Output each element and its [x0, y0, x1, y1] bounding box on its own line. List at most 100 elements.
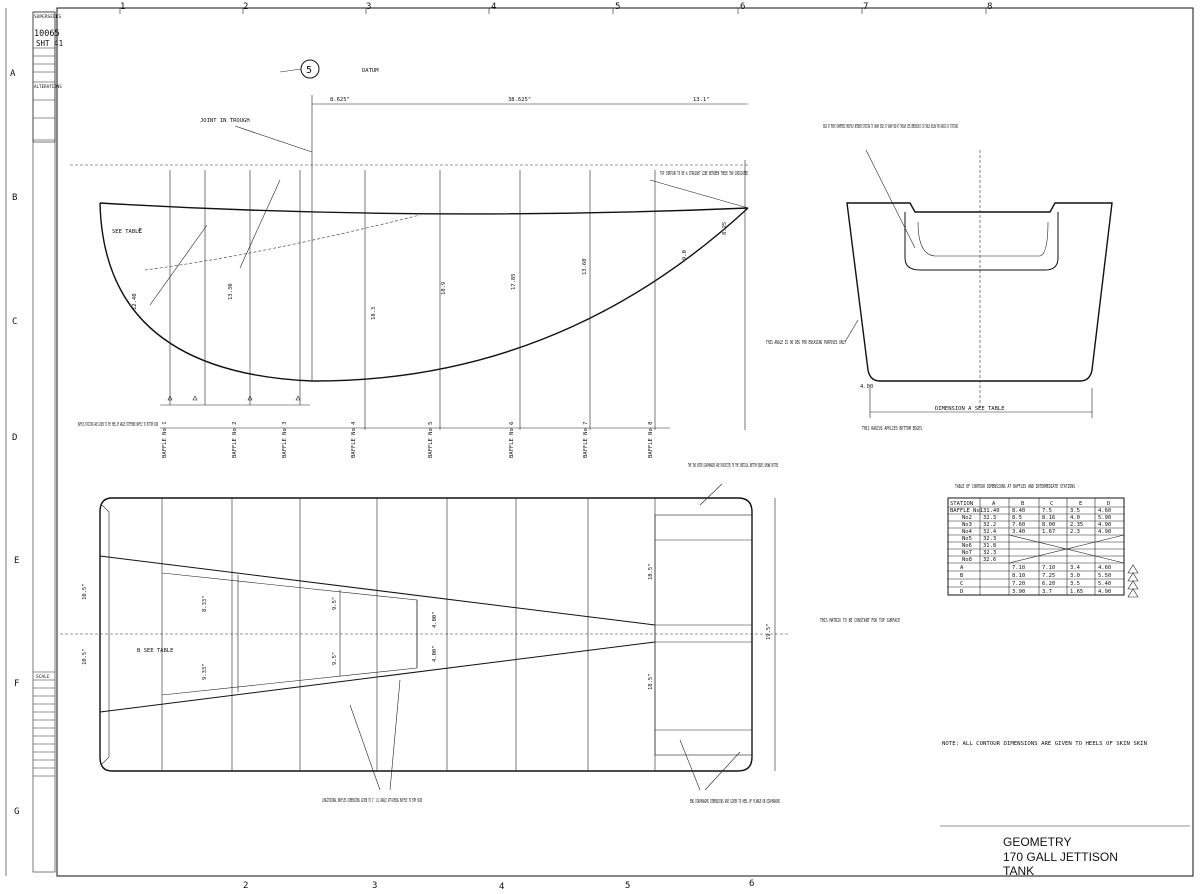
c-label: C — [138, 227, 142, 235]
svg-text:3.0: 3.0 — [1070, 573, 1080, 579]
side-view: 5 8.625" 38.625" 13.1" DATUM JOINT IN TR… — [70, 59, 750, 458]
svg-text:4.60: 4.60 — [1098, 565, 1111, 571]
title-line-3: TANK — [1003, 864, 1034, 878]
sheet-number: SHT 41 — [36, 39, 63, 48]
col-number: 2 — [243, 2, 248, 12]
svg-text:2.3: 2.3 — [1070, 529, 1080, 535]
depth-dim: 18.9 — [441, 282, 447, 295]
row-letter: G — [14, 807, 19, 817]
plan-dim: 10.5" — [82, 648, 88, 665]
svg-text:32.3: 32.3 — [983, 515, 996, 521]
plan-dim: 4.00" — [432, 645, 438, 662]
table-row: No7 32.3 — [962, 550, 996, 556]
svg-text:1.67: 1.67 — [1042, 529, 1055, 535]
plan-dim: 8.33" — [202, 595, 208, 612]
svg-text:32.2: 32.2 — [983, 522, 996, 528]
svg-text:2.35: 2.35 — [1070, 522, 1083, 528]
svg-text:D: D — [960, 589, 963, 595]
column-numbers-top: 1 2 3 4 5 6 7 8 — [120, 2, 992, 12]
table-header: A — [992, 501, 996, 507]
table-row: No6 31.8 — [962, 543, 996, 549]
svg-text:7.25: 7.25 — [1042, 573, 1055, 579]
svg-text:No5: No5 — [962, 536, 972, 542]
plan-dim: 18.5" — [648, 563, 654, 580]
row-letter: C — [12, 317, 17, 327]
section-radius: 4.00 — [860, 384, 873, 390]
svg-text:5.40: 5.40 — [1098, 581, 1111, 587]
svg-text:No4: No4 — [962, 529, 973, 535]
table-row: No2 32.3 8.5 8.16 4.0 5.90 — [962, 515, 1111, 521]
column-numbers-bottom: 2 3 4 5 6 — [243, 879, 754, 892]
svg-text:4.90: 4.90 — [1098, 529, 1111, 535]
title-line-1: GEOMETRY — [1003, 835, 1071, 849]
svg-text:C: C — [960, 581, 963, 587]
table-row: No3 32.2 7.60 8.00 2.35 4.90 — [962, 522, 1111, 528]
plan-dim: 9.33" — [202, 663, 208, 680]
depth-dim: 9.0 — [682, 250, 688, 260]
col-number: 1 — [120, 2, 125, 12]
section-outline — [846, 202, 1113, 382]
svg-text:A: A — [960, 565, 964, 571]
plan-dim: 9.5" — [332, 652, 338, 665]
col-number: 4 — [491, 2, 496, 12]
plan-dim: 19.5" — [766, 623, 772, 640]
table-header: D — [1107, 501, 1110, 507]
svg-text:No8: No8 — [962, 557, 972, 563]
contour-table-title: TABLE OF CONTOUR DIMENSIONS AT BAFFLES A… — [955, 484, 1075, 490]
svg-text:4.90: 4.90 — [1098, 589, 1111, 595]
plan-dim: 4.00" — [432, 611, 438, 628]
table-header: STATION — [950, 501, 973, 507]
col-number: 3 — [372, 881, 377, 891]
svg-text:4.90: 4.90 — [1098, 522, 1111, 528]
table-row: D 3.90 3.7 1.65 4.90 — [960, 589, 1111, 595]
baffle-label: BAFFLE No 7 — [583, 422, 589, 458]
depth-dim: 18.3 — [371, 307, 377, 320]
section-dim-a: DIMENSION A SEE TABLE — [935, 406, 1005, 412]
station-callout-number: 5 — [306, 65, 312, 76]
svg-text:32.3: 32.3 — [983, 536, 996, 542]
revision-block: SUPERSEDES 10065 SHT 41 ALTERATIONS SCAL… — [32, 11, 63, 873]
svg-text:3.4: 3.4 — [1070, 565, 1081, 571]
sheet-border — [56, 7, 1194, 877]
svg-text:BAFFLE No1: BAFFLE No1 — [950, 508, 983, 514]
svg-text:32.4: 32.4 — [983, 529, 997, 535]
depth-dim: 8.25 — [722, 222, 728, 235]
col-number: 4 — [499, 882, 504, 892]
svg-text:1.65: 1.65 — [1070, 589, 1083, 595]
col-number: 5 — [625, 881, 630, 891]
plan-dim: 10.5" — [82, 583, 88, 600]
col-number: 2 — [243, 881, 248, 891]
baffle-label: BAFFLE No 1 — [162, 422, 168, 458]
title-block: GEOMETRY 170 GALL JETTISON TANK — [940, 825, 1190, 878]
svg-text:No6: No6 — [962, 543, 972, 549]
tank-bottom-contour — [99, 202, 749, 382]
svg-text:4.0: 4.0 — [1070, 515, 1080, 521]
section-note-edges: EDGE AT FRONT CHAMFERED SMOOTHLY BETWEEN… — [823, 124, 958, 130]
svg-text:31.40: 31.40 — [983, 508, 1000, 514]
table-row: B 8.10 7.25 3.0 5.50 — [960, 573, 1111, 579]
table-row: A 7.10 7.10 3.4 4.60 — [960, 565, 1111, 571]
svg-text:31.8: 31.8 — [983, 543, 996, 549]
baffle-label: BAFFLE No 6 — [509, 422, 515, 458]
column-ticks — [119, 8, 987, 14]
top-dim: 38.625" — [508, 97, 531, 103]
trough-outline — [904, 212, 1059, 271]
depth-dim: 17.85 — [511, 273, 517, 290]
svg-text:8.5: 8.5 — [1012, 515, 1022, 521]
svg-text:3.90: 3.90 — [1012, 589, 1025, 595]
svg-text:No3: No3 — [962, 522, 972, 528]
section-note-bottom: THIS RADIUS APPLIES BOTTOM EDGES — [862, 426, 922, 432]
plan-outline — [99, 497, 753, 772]
svg-text:7.10: 7.10 — [1012, 565, 1025, 571]
row-letter: E — [14, 556, 19, 566]
svg-text:B: B — [960, 573, 964, 579]
table-header: C — [1050, 501, 1053, 507]
title-line-2: 170 GALL JETTISON — [1003, 850, 1118, 864]
row-letter: A — [10, 69, 16, 79]
plan-dim: 9.5" — [332, 597, 338, 610]
table-row: No4 32.4 3.40 1.67 2.3 4.90 — [962, 529, 1111, 535]
col-number: 8 — [987, 2, 992, 12]
baffle-label: BAFFLE No 2 — [232, 422, 238, 458]
joint-note: JOINT IN TROUGH — [200, 118, 250, 124]
